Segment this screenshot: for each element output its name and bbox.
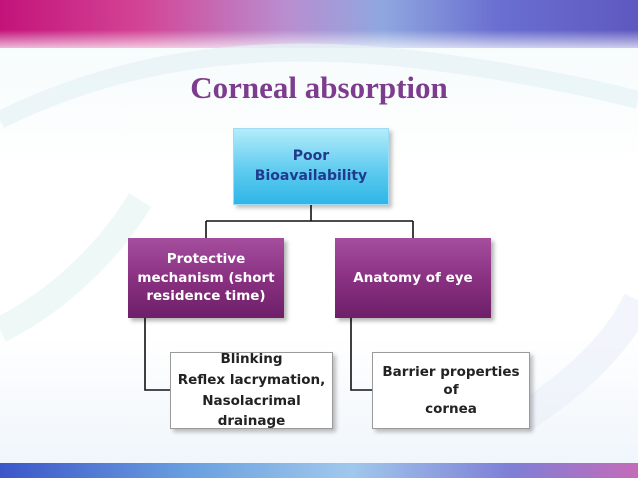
detail-left-line-3: Nasolacrimal drainage	[202, 392, 301, 430]
node-poor-bioavailability: Poor Bioavailability	[233, 128, 389, 205]
slide-title: Corneal absorption	[190, 70, 448, 105]
detail-left-line-2: Reflex lacrymation,	[177, 371, 326, 388]
node-barrier-properties-of-cornea: Barrier properties of cornea	[372, 352, 530, 429]
node-protective-mechanism: Protective mechanism (short residence ti…	[128, 238, 284, 318]
node-blinking-lacrymation-drainage: Blinking Reflex lacrymation, Nasolacrima…	[170, 350, 333, 429]
node-root-line-2: Bioavailability	[254, 167, 368, 184]
connector-left-detail	[144, 318, 170, 391]
node-anatomy-of-eye: Anatomy of eye	[335, 238, 491, 318]
node-left-line-1: Protective	[166, 251, 246, 268]
node-right-label: Anatomy of eye	[353, 269, 473, 286]
detail-right-line-2: cornea	[425, 400, 477, 417]
node-left-line-3: residence time)	[146, 288, 266, 305]
header-gradient-band	[0, 0, 638, 48]
node-left-line-2: mechanism (short	[137, 269, 275, 286]
connector-right-detail	[350, 318, 372, 391]
detail-left-line-1: Blinking	[220, 350, 283, 367]
detail-right-line-1: Barrier properties of	[382, 363, 520, 399]
footer-gradient-band	[0, 463, 638, 478]
node-root-line-1: Poor	[292, 148, 330, 165]
